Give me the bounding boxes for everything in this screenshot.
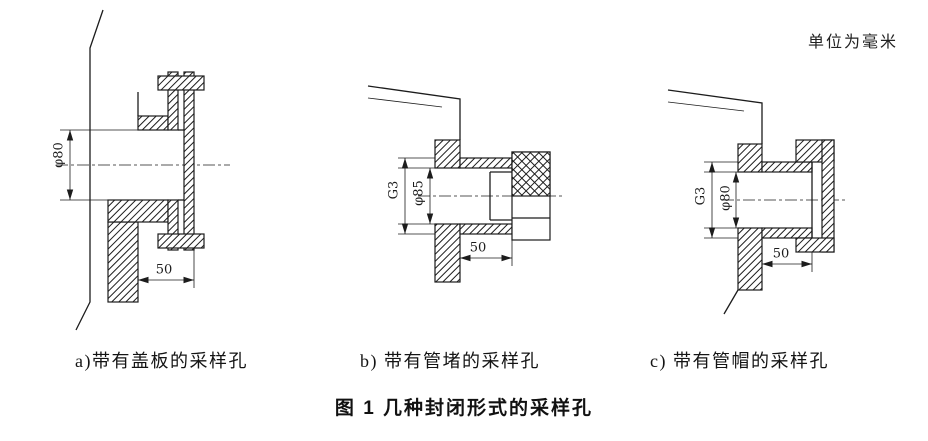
drawing-c — [667, 89, 848, 315]
wall-section — [75, 9, 169, 331]
drawing-a — [56, 9, 230, 331]
wall-section — [667, 89, 763, 315]
cover-plate-assembly — [167, 71, 195, 251]
dim-label-c-length: 50 — [772, 246, 790, 262]
dim-label-b-diameter: φ85 — [411, 180, 427, 206]
unit-note: 单位为毫米 — [807, 34, 898, 51]
dim-label-b-length: 50 — [469, 240, 487, 256]
flange-bolts — [157, 75, 205, 249]
dim-label-a-length: 50 — [155, 262, 173, 278]
caption-b: b) 带有管堵的采样孔 — [360, 351, 540, 371]
pipe-plug — [489, 151, 551, 241]
pipe-cap — [795, 139, 835, 253]
wall-section — [367, 85, 461, 283]
drawing-b — [367, 85, 564, 283]
pipe-stub — [761, 161, 813, 239]
dim-label-a-diameter: φ80 — [51, 142, 67, 168]
dim-label-c-diameter: φ80 — [718, 185, 734, 211]
caption-a: a)带有盖板的采样孔 — [75, 351, 248, 371]
dim-label-b-thread: G3 — [386, 180, 402, 200]
caption-c: c) 带有管帽的采样孔 — [650, 351, 829, 371]
figure-title: 图 1 几种封闭形式的采样孔 — [334, 398, 594, 419]
dim-label-c-thread: G3 — [693, 186, 709, 206]
